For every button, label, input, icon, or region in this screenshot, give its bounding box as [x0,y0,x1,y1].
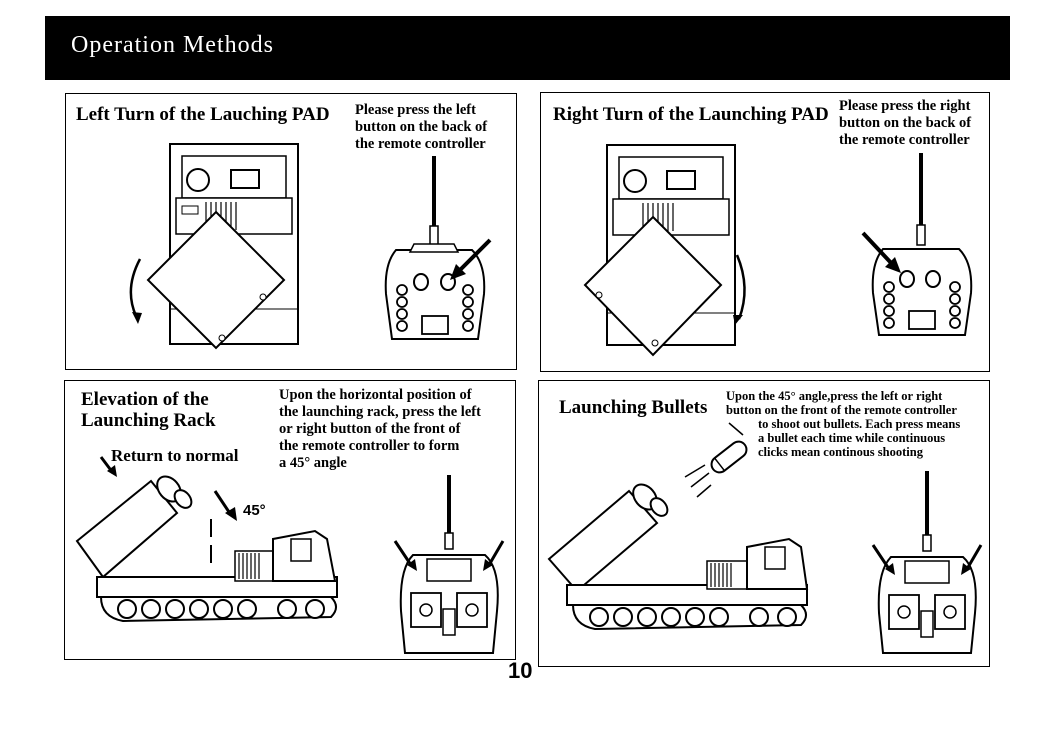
panel-instruction: Upon the horizontal position of the laun… [279,387,481,471]
header-bar: Operation Methods [45,16,1010,80]
panel-instruction: Please press the right button on the bac… [839,98,972,148]
launch-pad-illustration [583,144,973,357]
panel-instruction: Upon the 45° angle,press the left or rig… [726,389,961,459]
launch-pad-illustration [129,143,492,350]
tank-elevation-illustration: 45° [75,456,505,654]
panel-title: Elevation of the Launching Rack [81,389,216,431]
page-number: 10 [508,658,533,683]
page-title: Operation Methods [71,32,274,58]
panel-left-turn: Left Turn of the Lauching PAD Please pre… [65,93,517,370]
panel-instruction: Please press the left button on the back… [355,102,488,152]
panel-title: Right Turn of the Launching PAD [553,104,829,125]
panel-title: Launching Bullets [559,397,708,418]
panel-right-turn: Right Turn of the Launching PAD Please p… [540,92,990,372]
tank-launching-illustration [547,422,983,654]
panel-elevation: Elevation of the Launching Rack Upon the… [64,380,516,660]
panel-title: Left Turn of the Lauching PAD [76,104,330,125]
angle-label: 45° [243,502,266,519]
return-to-normal-label: Return to normal [111,446,239,465]
panel-launching: Launching Bullets Upon the 45° angle,pre… [538,380,990,667]
